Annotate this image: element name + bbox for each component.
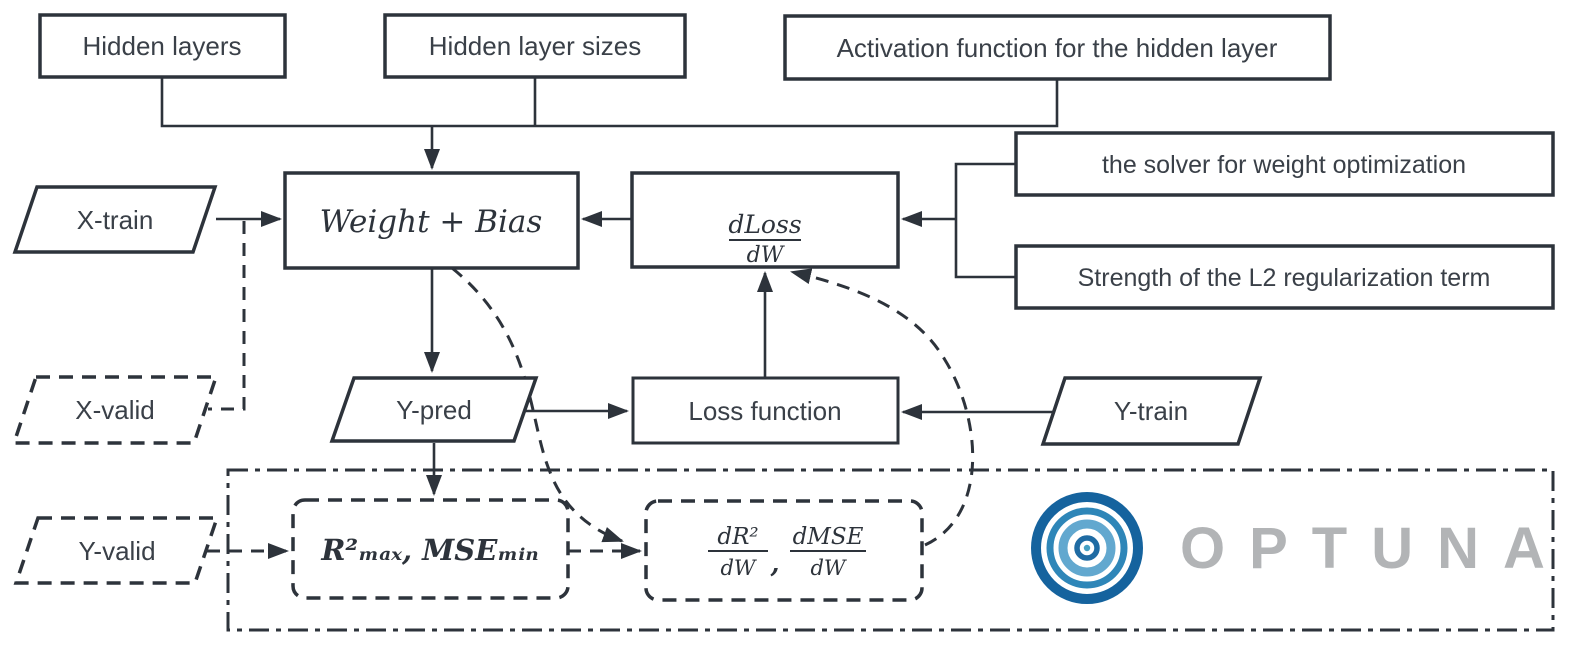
node-x-valid: X-valid bbox=[11, 375, 219, 445]
connector-solver-l2 bbox=[954, 162, 1016, 279]
node-l2-strength: Strength of the L2 regularization term bbox=[1014, 244, 1555, 310]
activation-function-label: Activation function for the hidden layer bbox=[837, 33, 1278, 63]
optuna-target-icon bbox=[1031, 492, 1143, 604]
node-metrics: R²ₘₐₓ, MSEₘᵢₙ bbox=[291, 498, 570, 600]
solver-label: the solver for weight optimization bbox=[1102, 151, 1466, 179]
node-hidden-layers: Hidden layers bbox=[38, 13, 287, 79]
dloss-numerator: dLoss bbox=[728, 210, 801, 239]
y-pred-label: Y-pred bbox=[396, 395, 472, 425]
node-loss-function: Loss function bbox=[631, 376, 900, 445]
optuna-logo: OPTUNA bbox=[1031, 492, 1569, 604]
node-y-train: Y-train bbox=[1040, 376, 1263, 446]
optuna-scope-box bbox=[226, 468, 1555, 632]
y-valid-label: Y-valid bbox=[78, 536, 155, 566]
dashed-curve-weight-bias-to-gradients bbox=[451, 266, 624, 543]
gradients-r2-numerator: dR² bbox=[717, 524, 758, 550]
weight-bias-label: Weight + Bias bbox=[320, 204, 543, 240]
node-dloss-dw: dLoss dW bbox=[630, 171, 900, 269]
node-y-valid: Y-valid bbox=[13, 516, 220, 585]
node-y-pred: Y-pred bbox=[329, 376, 539, 443]
dashed-curve-gradients-to-dloss bbox=[790, 268, 975, 547]
bus-hidden-params bbox=[160, 77, 1059, 128]
node-weight-bias: Weight + Bias bbox=[283, 171, 580, 270]
loss-function-label: Loss function bbox=[688, 396, 841, 426]
hidden-layers-label: Hidden layers bbox=[83, 31, 242, 61]
metrics-label: R²ₘₐₓ, MSEₘᵢₙ bbox=[320, 533, 538, 567]
node-activation-function: Activation function for the hidden layer bbox=[783, 14, 1332, 81]
gradients-mse-numerator: dMSE bbox=[793, 524, 864, 550]
x-valid-label: X-valid bbox=[75, 395, 154, 425]
gradients-separator: , bbox=[769, 549, 779, 579]
x-train-label: X-train bbox=[77, 205, 154, 235]
optuna-wordmark: OPTUNA bbox=[1180, 516, 1569, 581]
dashed-link-xvalid bbox=[208, 221, 246, 411]
l2-strength-label: Strength of the L2 regularization term bbox=[1078, 264, 1491, 292]
dloss-denominator: dW bbox=[747, 243, 786, 268]
hidden-layer-sizes-label: Hidden layer sizes bbox=[429, 31, 641, 61]
y-train-label: Y-train bbox=[1114, 396, 1188, 426]
gradients-r2-denominator: dW bbox=[720, 556, 757, 580]
node-gradients: dR² dW , dMSE dW bbox=[644, 499, 924, 602]
node-solver: the solver for weight optimization bbox=[1014, 131, 1555, 197]
node-hidden-layer-sizes: Hidden layer sizes bbox=[383, 13, 687, 79]
gradients-mse-denominator: dW bbox=[810, 556, 847, 580]
node-x-train: X-train bbox=[12, 185, 218, 254]
